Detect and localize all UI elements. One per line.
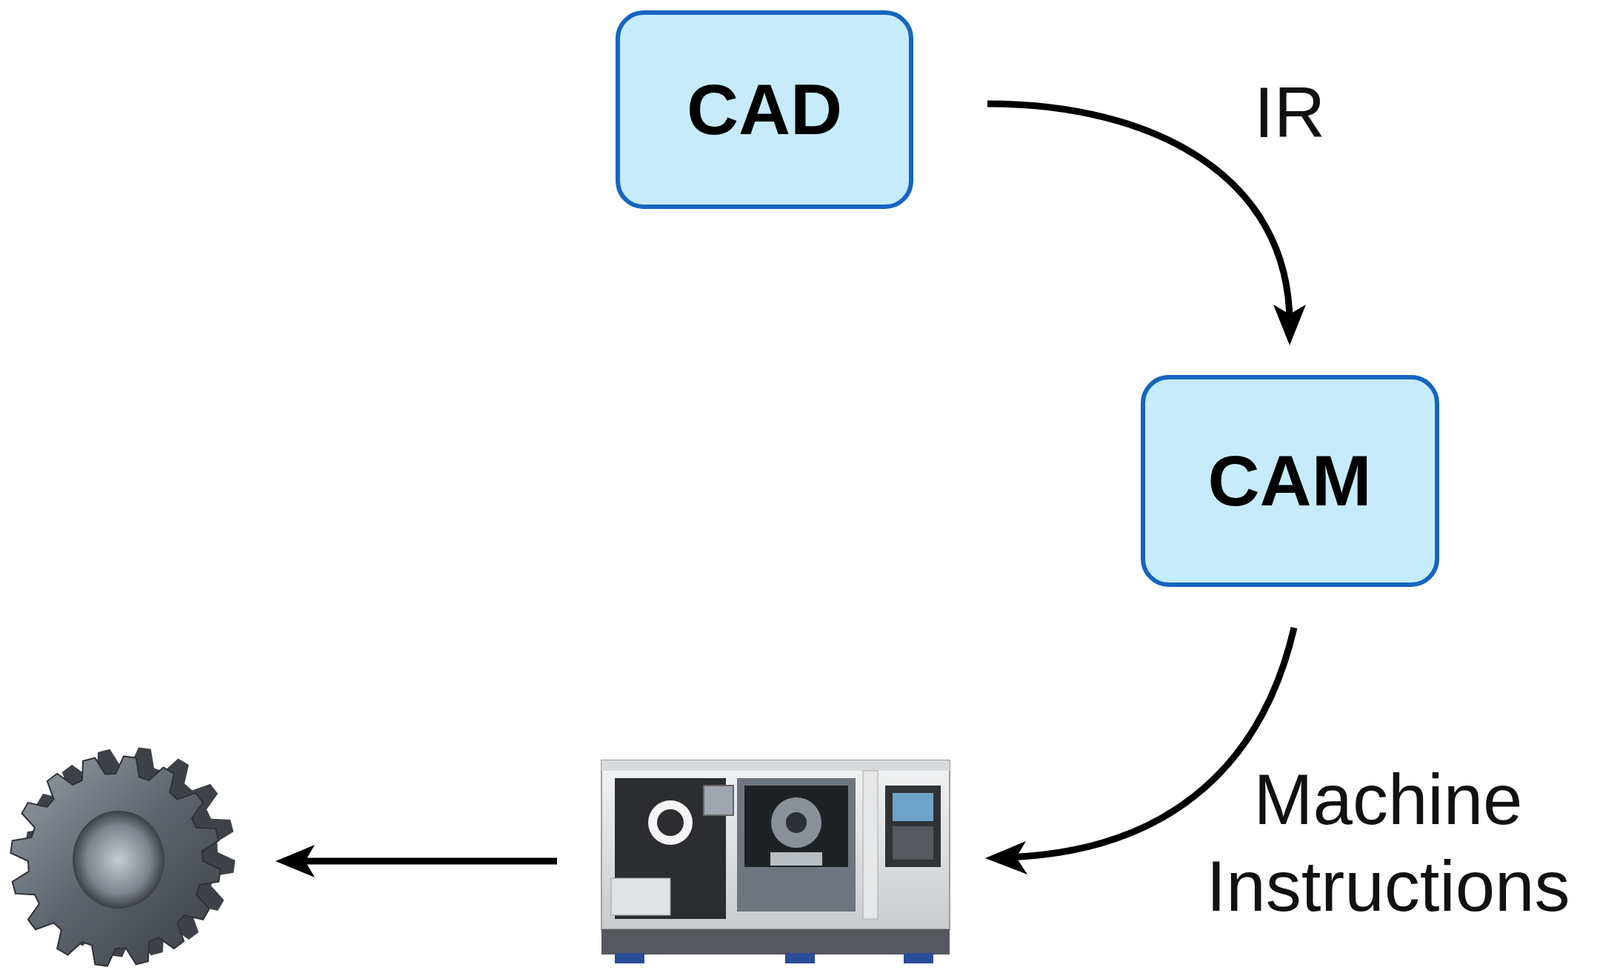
gear-illustration — [10, 746, 235, 966]
gear-face — [10, 755, 220, 966]
process-box: CAM — [1140, 374, 1440, 587]
instructions-arrow — [985, 627, 1295, 875]
arrow-line — [987, 103, 1290, 324]
annotation-label: Machine Instructions — [1206, 755, 1571, 929]
box-label: CAM — [1208, 439, 1372, 523]
cnc-machine-illustration — [601, 760, 950, 963]
gear-hole — [72, 810, 165, 909]
process-box: CAD — [615, 10, 914, 209]
arrow-head — [1273, 304, 1306, 346]
output-arrow — [275, 844, 558, 878]
box-label: CAD — [686, 68, 843, 152]
edge-label: IR — [1254, 68, 1326, 156]
